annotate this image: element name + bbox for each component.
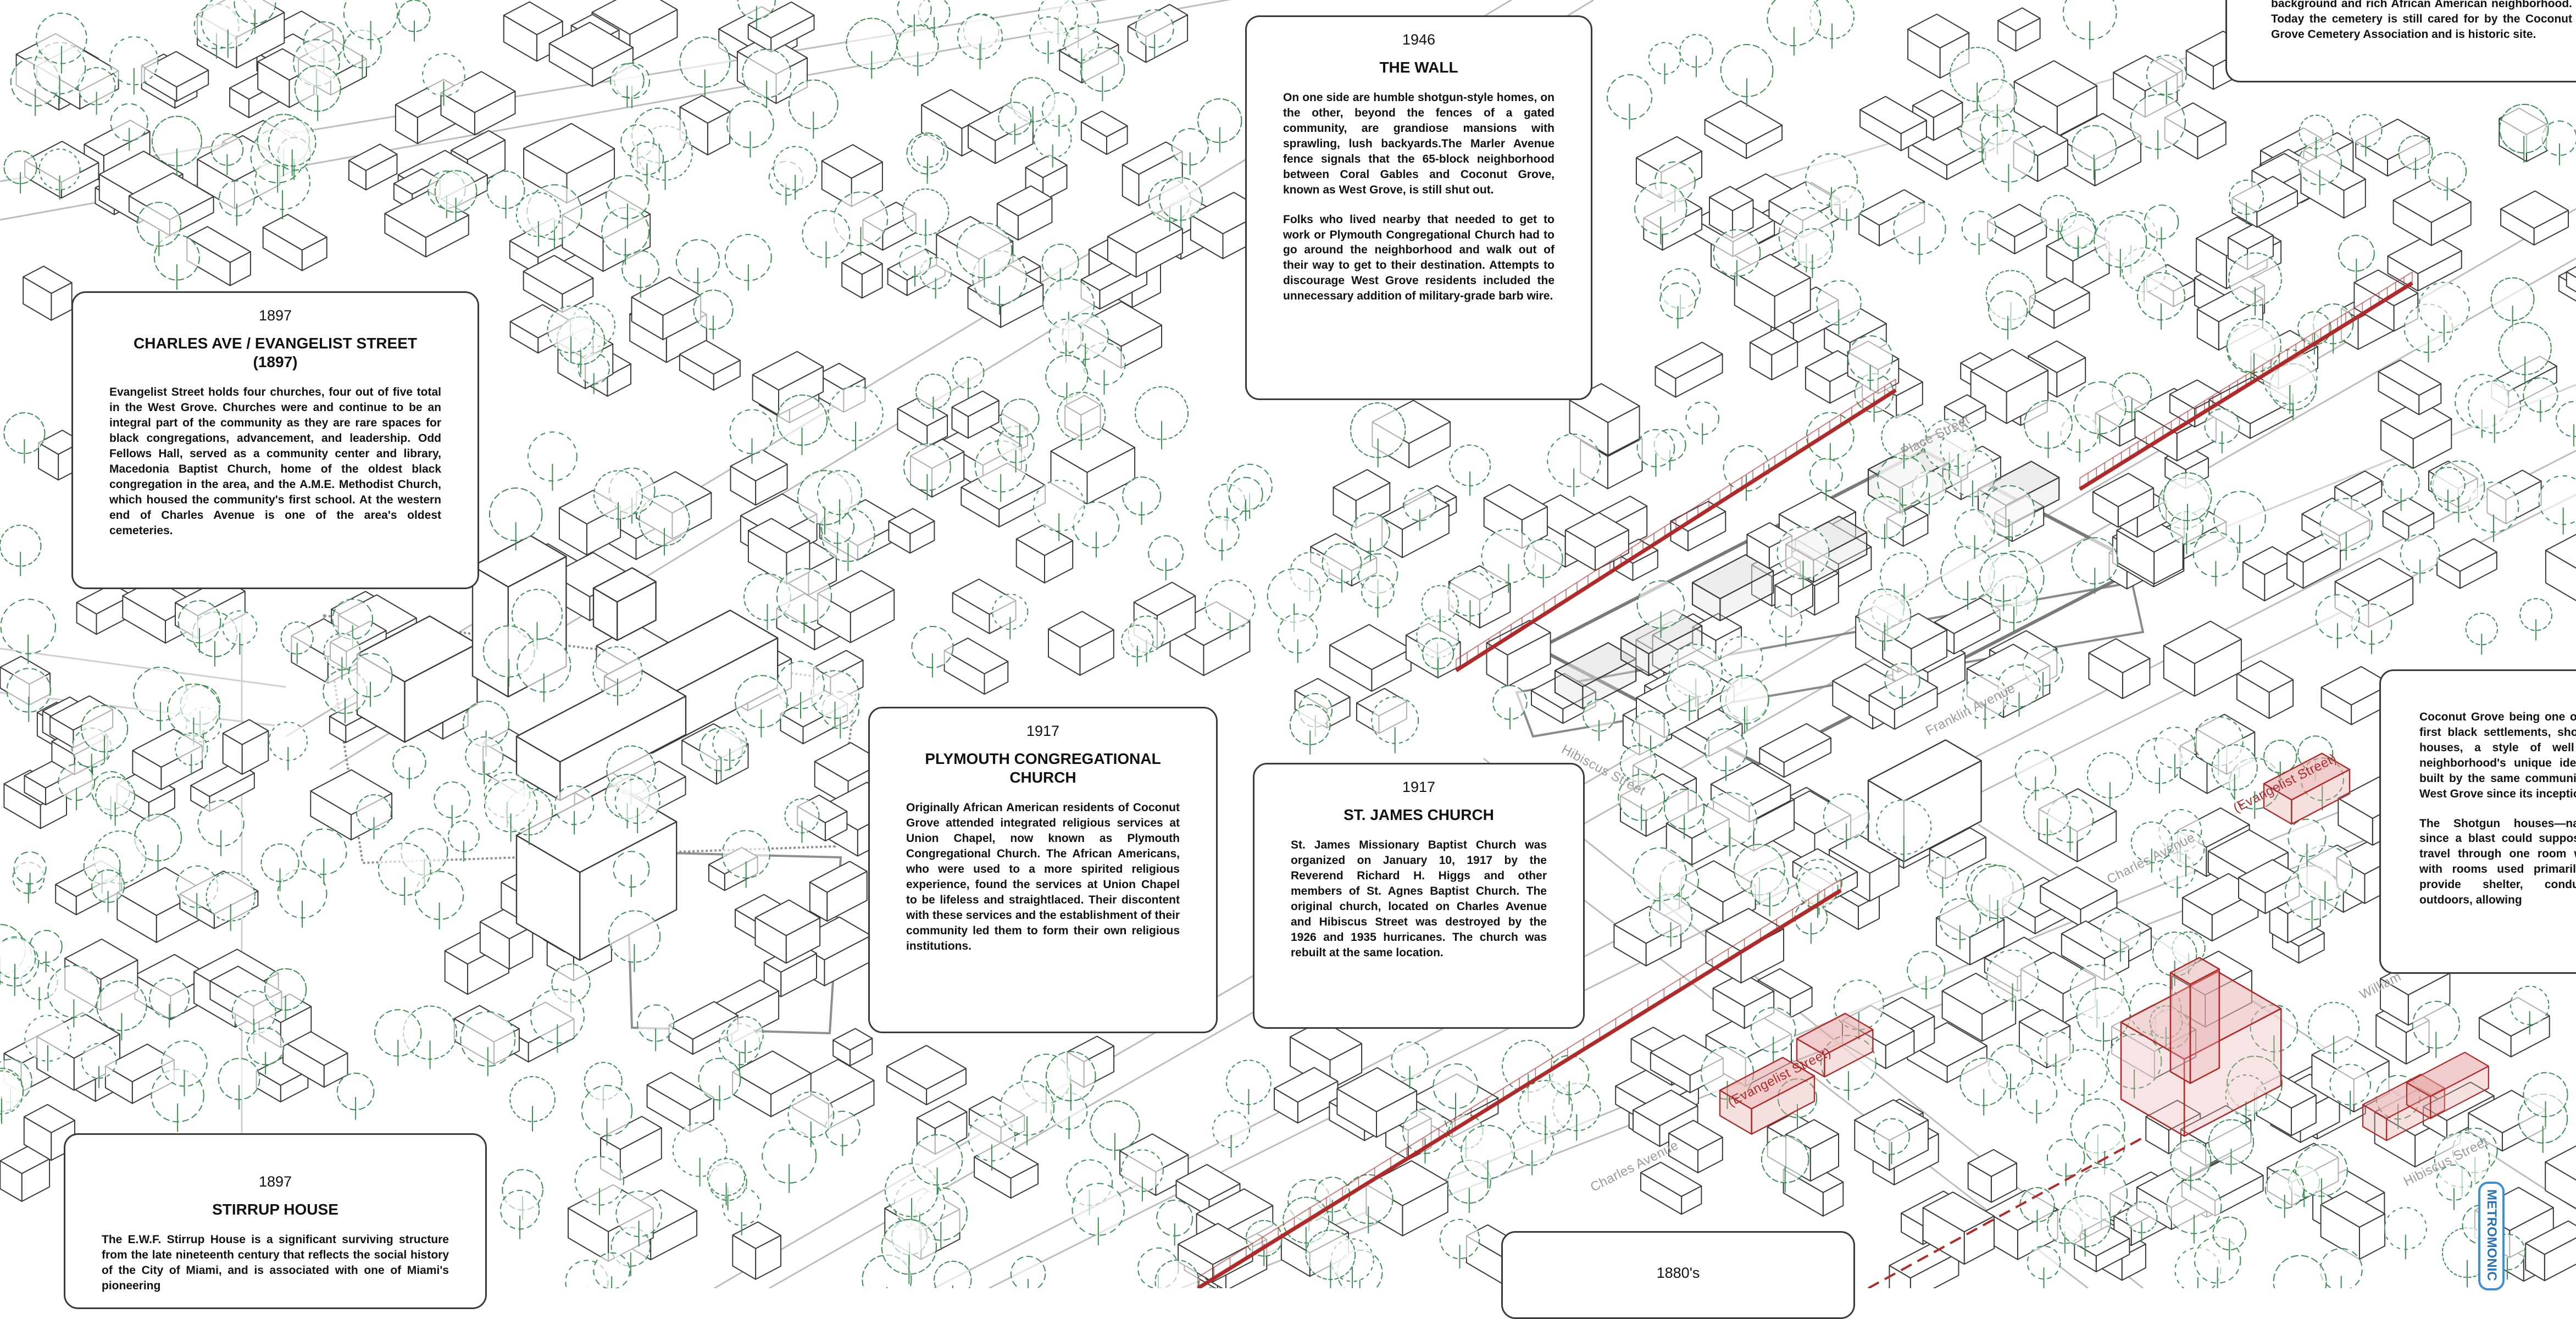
card-year: 1880's — [1656, 1265, 1700, 1281]
info-card-plymouth: 1917 PLYMOUTH CONGREGATIONAL CHURCH Orig… — [868, 707, 1218, 1033]
card-paragraph: Evangelist Street holds four churches, f… — [109, 386, 441, 537]
card-paragraph: The E.W.F. Stirrup House is a significan… — [102, 1233, 449, 1292]
card-paragraph: St. James Missionary Baptist Church was … — [1291, 839, 1547, 959]
card-paragraph: background and rich African American nei… — [2271, 0, 2572, 41]
card-title: PLYMOUTH CONGREGATIONAL CHURCH — [925, 750, 1161, 786]
fence-line-layer — [1868, 1137, 2144, 1288]
card-year: 1917 — [1026, 723, 1060, 739]
metrorail-label: METROMONIC — [2478, 1182, 2505, 1290]
card-year: 1946 — [1402, 31, 1436, 48]
card-year: 1917 — [1402, 779, 1436, 795]
card-paragraph: The Shotgun houses—named since a blast c… — [2419, 817, 2576, 907]
info-card-charles-ave: 1897 CHARLES AVE / EVANGELIST STREET (18… — [71, 291, 479, 589]
info-card-shotgun-houses: Coconut Grove being one of the first bla… — [2379, 669, 2576, 974]
tree-layer — [0, 0, 2576, 1288]
info-card-st-james: 1917 ST. JAMES CHURCH St. James Missiona… — [1253, 763, 1585, 1029]
card-year: 1897 — [258, 1173, 292, 1190]
info-card-the-wall: 1946 THE WALL On one side are humble sho… — [1245, 15, 1592, 400]
card-title: CHARLES AVE / EVANGELIST STREET (1897) — [134, 335, 417, 371]
info-card-1880s: 1880's — [1501, 1231, 1855, 1319]
highlight-house-layer — [1719, 752, 2489, 1141]
info-card-stirrup-house: 1897 STIRRUP HOUSE The E.W.F. Stirrup Ho… — [64, 1133, 487, 1309]
card-paragraph: Coconut Grove being one of the first bla… — [2419, 711, 2576, 800]
card-year: 1897 — [258, 307, 292, 324]
map-canvas — [0, 0, 2576, 1288]
card-paragraph: On one side are humble shotgun-style hom… — [1283, 91, 1555, 196]
card-title: THE WALL — [1379, 59, 1458, 76]
card-title: STIRRUP HOUSE — [212, 1201, 338, 1218]
card-title: ST. JAMES CHURCH — [1343, 806, 1494, 823]
card-paragraph: Originally African American residents of… — [906, 801, 1180, 952]
card-paragraph: Folks who lived nearby that needed to ge… — [1283, 213, 1555, 303]
info-card-cemetery: background and rich African American nei… — [2225, 0, 2576, 82]
wall-highlight-layer — [1197, 271, 2413, 1288]
